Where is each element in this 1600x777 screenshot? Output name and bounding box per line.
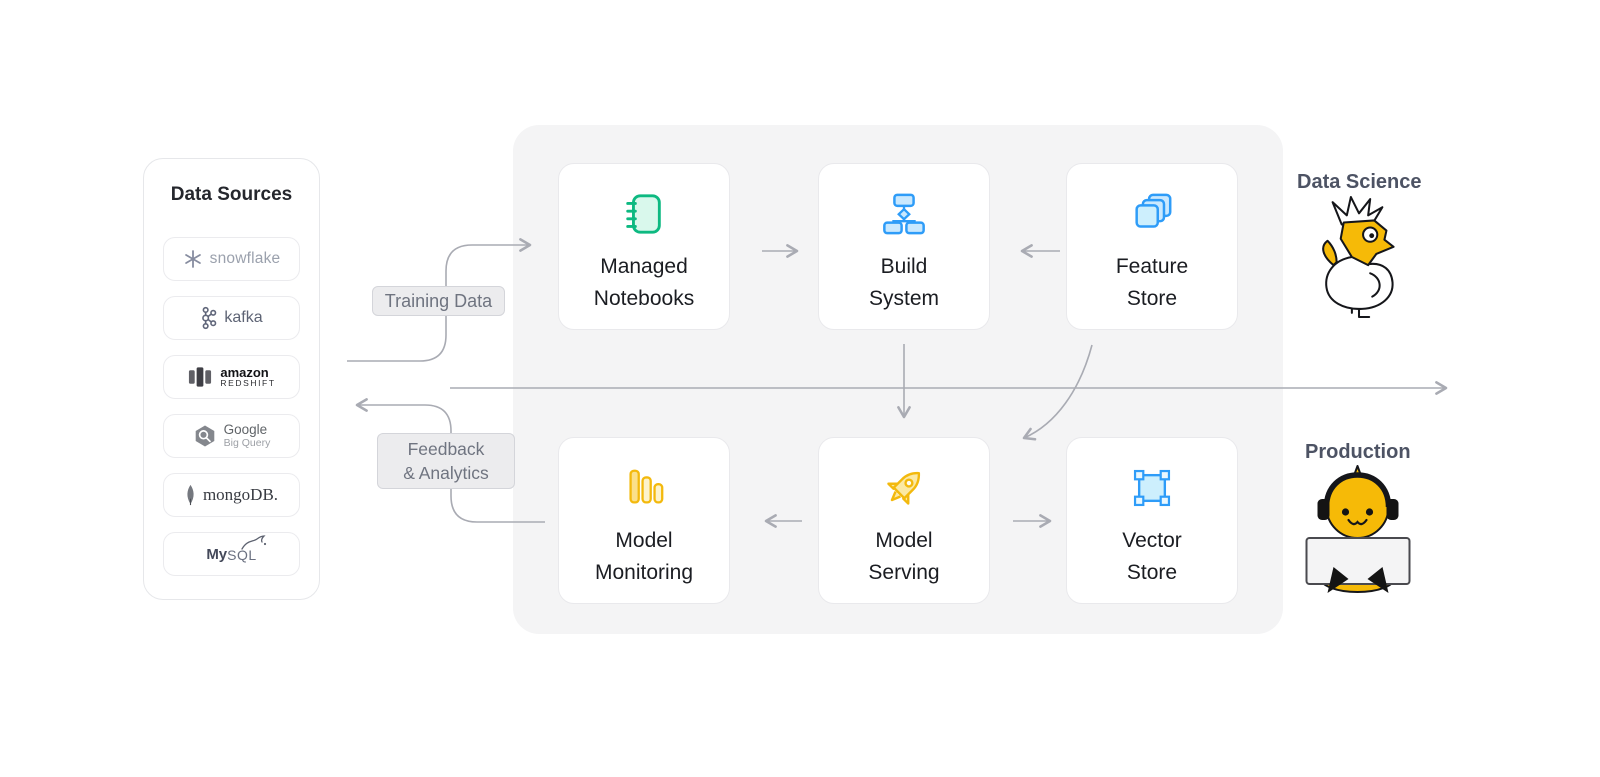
- node-managed-notebooks: Managed Notebooks: [558, 163, 730, 330]
- bigquery-label: Big Query: [223, 436, 271, 449]
- data-source-google-bigquery: Google Big Query: [163, 414, 300, 458]
- data-science-title: Data Science: [1297, 171, 1422, 193]
- node-label: Vector Store: [1122, 529, 1182, 584]
- mysql-logo: My SQL: [206, 534, 266, 563]
- workflow-icon: [881, 189, 927, 239]
- feedback-analytics-label: Feedback & Analytics: [377, 433, 515, 489]
- node-label: Feature Store: [1115, 255, 1189, 310]
- data-source-amazon-redshift: amazon REDSHIFT: [163, 355, 300, 399]
- node-label: Build System: [868, 255, 939, 310]
- redshift-icon: [189, 367, 212, 387]
- data-sources-list: snowflake kafka: [163, 237, 300, 576]
- node-label: Model Monitoring: [594, 529, 694, 584]
- kafka-icon: [202, 306, 217, 330]
- mysql-dolphin-icon: [241, 534, 266, 550]
- node-label: Managed Notebooks: [593, 255, 695, 310]
- redshift-label: REDSHIFT: [220, 378, 276, 389]
- bigquery-labels: Google Big Query: [224, 423, 271, 448]
- bar-chart-icon: [621, 463, 667, 513]
- data-sources-title: Data Sources: [170, 184, 293, 205]
- node-model-monitoring: Model Monitoring: [558, 437, 730, 604]
- node-label: Model Serving: [868, 529, 940, 584]
- amazon-label: amazon: [220, 364, 269, 380]
- data-source-snowflake: snowflake: [163, 237, 300, 281]
- data-science-duck-mascot: [1303, 194, 1415, 323]
- bounding-box-icon: [1130, 463, 1174, 513]
- data-sources-panel: Data Sources snowflake: [143, 158, 320, 600]
- data-source-mysql: My SQL: [163, 532, 300, 576]
- snowflake-label: snowflake: [209, 250, 281, 267]
- node-vector-store: Vector Store: [1066, 437, 1238, 604]
- google-label: Google: [223, 422, 268, 438]
- data-source-mongodb: mongoDB.: [163, 473, 300, 517]
- node-feature-store: Feature Store: [1066, 163, 1238, 330]
- production-duck-mascot: [1300, 462, 1416, 599]
- redshift-labels: amazon REDSHIFT: [220, 366, 275, 389]
- node-model-serving: Model Serving: [818, 437, 990, 604]
- production-title: Production: [1305, 441, 1411, 463]
- bigquery-icon: [195, 425, 214, 447]
- mysql-label-sql: SQL: [227, 546, 257, 563]
- training-data-label: Training Data: [372, 286, 505, 316]
- kafka-label: kafka: [224, 309, 263, 326]
- mongodb-leaf-icon: [187, 484, 194, 506]
- mysql-label-my: My: [206, 545, 228, 563]
- node-build-system: Build System: [818, 163, 990, 330]
- rocket-icon: [880, 463, 928, 513]
- data-source-kafka: kafka: [163, 296, 300, 340]
- snowflake-icon: [184, 250, 201, 268]
- stacked-squares-icon: [1129, 189, 1175, 239]
- notebook-icon: [621, 189, 667, 239]
- mongodb-label: mongoDB.: [202, 485, 279, 504]
